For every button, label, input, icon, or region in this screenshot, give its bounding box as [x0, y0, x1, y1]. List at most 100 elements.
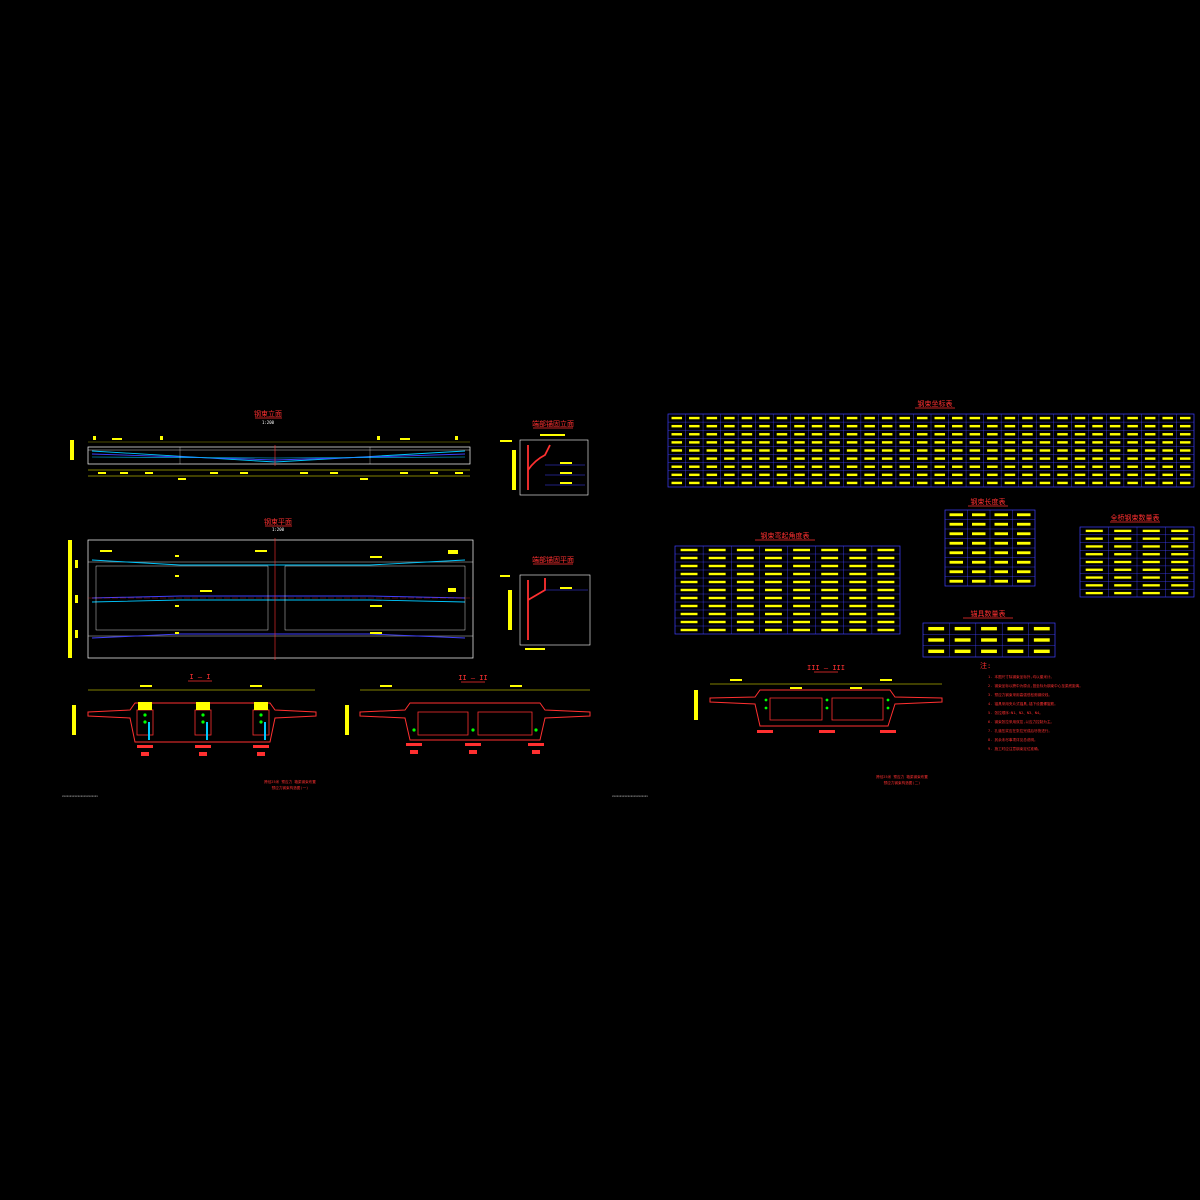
table-cell-glyph — [1039, 465, 1051, 468]
table-cell-glyph — [1022, 416, 1033, 420]
table-cell-glyph — [1162, 465, 1173, 468]
table-cell-glyph — [1007, 638, 1024, 642]
table-cell-glyph — [1127, 416, 1138, 420]
table-cell-glyph — [949, 541, 963, 545]
table-cell-glyph — [680, 556, 698, 560]
table-cell-glyph — [1162, 433, 1173, 436]
table-cell-glyph — [689, 473, 700, 477]
table-cell-glyph — [1092, 449, 1103, 452]
table-cell-glyph — [689, 457, 700, 460]
table-cell-glyph — [899, 424, 910, 428]
table-cell-glyph — [881, 481, 893, 485]
table-cell-glyph — [1144, 481, 1156, 485]
table-cell-glyph — [776, 465, 788, 468]
table-cell-glyph — [811, 416, 823, 420]
table-cell-glyph — [811, 441, 823, 444]
table-cell-glyph — [934, 449, 946, 452]
table-cell-glyph — [1022, 441, 1033, 444]
table-cell-glyph — [689, 465, 700, 468]
table-cell-glyph — [1057, 416, 1068, 420]
table-cell-glyph — [759, 433, 770, 436]
table-cell-glyph — [1171, 568, 1189, 571]
length-table-title: 钢束长度表 — [971, 497, 1006, 506]
table-cell-glyph — [1092, 481, 1103, 485]
table-cell-glyph — [793, 628, 810, 632]
table-cell-glyph — [680, 628, 698, 632]
table-cell-glyph — [1144, 441, 1156, 444]
table-cell-glyph — [741, 416, 753, 420]
table-cell-glyph — [759, 465, 770, 468]
table-cell-glyph — [759, 441, 770, 444]
table-cell-glyph — [776, 416, 788, 420]
table-cell-glyph — [1171, 545, 1189, 548]
sheet-1: 钢束立面 1:200 — [62, 409, 591, 798]
table-cell-glyph — [1022, 424, 1033, 428]
table-cell-glyph — [1017, 570, 1031, 574]
table-cell-glyph — [829, 481, 840, 485]
table-cell-glyph — [846, 465, 858, 468]
table-cell-glyph — [1144, 424, 1156, 428]
table-cell-glyph — [987, 457, 998, 460]
table-cell-glyph — [776, 424, 788, 428]
table-cell-glyph — [671, 424, 683, 428]
table-cell-glyph — [736, 628, 754, 632]
table-cell-glyph — [821, 596, 839, 600]
table-cell-glyph — [821, 604, 839, 608]
table-cell-glyph — [821, 556, 839, 560]
table-cell-glyph — [1092, 416, 1103, 420]
table-cell-glyph — [928, 626, 945, 631]
table-cell-glyph — [1114, 560, 1132, 564]
table-cell-glyph — [689, 416, 700, 420]
table-cell-glyph — [928, 649, 945, 654]
sheet1-caption-2: 预应力钢束构造图(一) — [272, 785, 309, 790]
elevation-scale: 1:200 — [262, 420, 275, 425]
table-cell-glyph — [1179, 441, 1191, 444]
table-cell-glyph — [706, 465, 718, 468]
table-cell-glyph — [1179, 433, 1191, 436]
table-cell-glyph — [1085, 537, 1103, 540]
table-cell-glyph — [881, 465, 893, 468]
plan-title: 钢束平面 — [264, 517, 292, 526]
table-cell-glyph — [972, 541, 986, 545]
table-cell-glyph — [881, 473, 893, 477]
table-cell-glyph — [706, 424, 718, 428]
table-cell-glyph — [706, 481, 718, 485]
table-cell-glyph — [741, 481, 753, 485]
table-cell-glyph — [1162, 441, 1173, 444]
table-cell-glyph — [736, 580, 754, 584]
table-cell-glyph — [981, 638, 997, 642]
table-cell-glyph — [1127, 457, 1138, 460]
table-cell-glyph — [987, 481, 998, 485]
table-cell-glyph — [1074, 449, 1086, 452]
table-cell-glyph — [1114, 553, 1132, 556]
table-cell-glyph — [877, 564, 895, 568]
table-cell-glyph — [736, 588, 754, 592]
table-cell-glyph — [1092, 457, 1103, 460]
table-cell-glyph — [969, 457, 981, 460]
table-cell-glyph — [1142, 529, 1160, 533]
table-cell-glyph — [949, 532, 963, 536]
table-cell-glyph — [829, 441, 840, 444]
table-cell-glyph — [949, 551, 963, 555]
table-cell-glyph — [846, 433, 858, 436]
table-cell-glyph — [987, 449, 998, 452]
table-cell-glyph — [793, 620, 810, 624]
table-cell-glyph — [849, 612, 867, 616]
coordinate-table: 钢束坐标表 — [667, 399, 1195, 488]
table-cell-glyph — [793, 548, 810, 552]
table-cell-glyph — [1142, 591, 1160, 595]
bend-table-title: 钢束弯起角度表 — [761, 531, 810, 540]
table-cell-glyph — [1074, 416, 1086, 420]
table-cell-glyph — [1127, 449, 1138, 452]
table-cell-glyph — [864, 433, 875, 436]
table-cell-glyph — [793, 564, 810, 568]
table-cell-glyph — [1039, 473, 1051, 477]
table-cell-glyph — [811, 433, 823, 436]
note-3: 3. 预应力钢束采用高强低松弛钢绞线。 — [988, 692, 1052, 697]
table-cell-glyph — [741, 449, 753, 452]
note-2: 2. 钢束坐标以跨中为原点,竖坐标为钢束中心至梁底距离。 — [988, 683, 1083, 688]
table-cell-glyph — [994, 513, 1008, 517]
section-2: II — II — [345, 674, 591, 754]
table-cell-glyph — [793, 596, 810, 600]
table-cell-glyph — [1022, 457, 1033, 460]
